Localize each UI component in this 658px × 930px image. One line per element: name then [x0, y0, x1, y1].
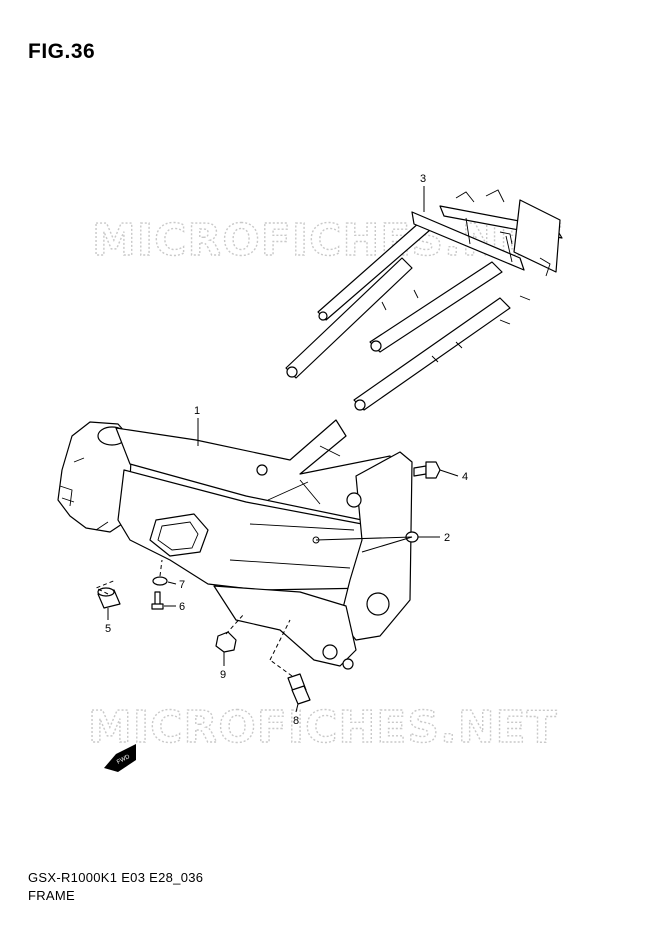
main-frame: [57, 419, 413, 670]
callout-9: 9: [220, 669, 226, 681]
part-4-bolt: [413, 461, 441, 479]
callout-3: 3: [420, 173, 426, 185]
watermark-bottom: MICROFICHES.NET: [88, 702, 558, 753]
fwd-arrow-icon: FWD: [104, 744, 136, 772]
callout-8: 8: [293, 715, 299, 727]
callout-2: 2: [444, 532, 450, 544]
model-code: GSX-R1000K1 E03 E28_036: [28, 870, 204, 885]
seat-rail-subframe: [285, 189, 563, 411]
figure-title: FIG.36: [28, 40, 96, 63]
part-9-nut: [215, 631, 237, 653]
part-5-bushing: [97, 587, 121, 609]
callout-4: 4: [462, 471, 468, 483]
part-6-bolt: [151, 591, 164, 610]
part-8-bolt: [287, 673, 311, 705]
callout-6: 6: [179, 601, 185, 613]
part-7-washer: [152, 576, 168, 586]
section-name: FRAME: [28, 888, 75, 903]
callout-1: 1: [194, 405, 200, 417]
callout-7: 7: [179, 579, 185, 591]
callout-5: 5: [105, 623, 111, 635]
leader-lines: [94, 186, 459, 713]
